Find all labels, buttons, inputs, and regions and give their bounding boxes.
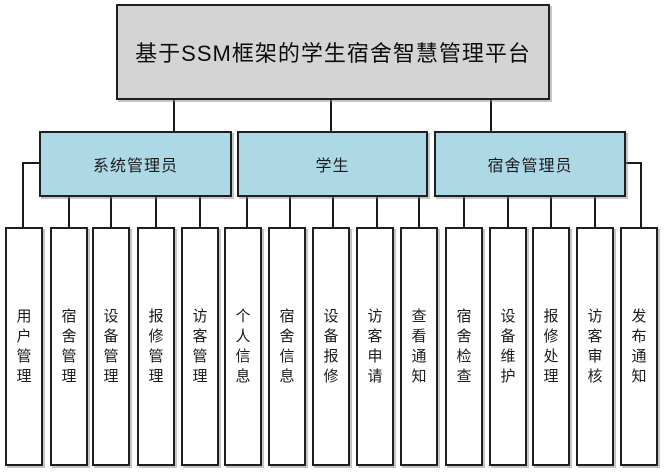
leaf-node-device-management: 设备管理 [92,227,130,466]
role-node-dorm-admin: 宿舍管理员 [434,131,626,197]
leaf-node-visitor-management: 访客管理 [181,227,219,466]
leaf-node-label: 访客管理 [192,307,208,385]
role-node-label: 系统管理员 [92,158,178,175]
leaf-node-publish-notice: 发布通知 [620,227,658,466]
leaf-node-label: 个人信息 [235,307,251,385]
connector-root-to-dorm-admin [490,99,492,132]
leaf-node-device-repair: 设备报修 [312,227,350,466]
leaf-node-label: 报修管理 [148,307,164,385]
root-node-label: 基于SSM框架的学生宿舍智慧管理平台 [135,41,531,66]
leaf-node-label: 宿舍管理 [61,307,77,385]
root-node-platform: 基于SSM框架的学生宿舍智慧管理平台 [116,4,550,100]
role-node-student: 学生 [237,131,428,197]
connector-elbow-left-horizontal [22,162,40,164]
connector-sys-to-visitor-mgmt [199,196,201,228]
leaf-node-dorm-inspection: 宿舍检查 [445,227,483,466]
role-node-label: 宿舍管理员 [487,158,573,175]
leaf-node-label: 查看通知 [411,307,427,385]
connector-sys-to-repair-mgmt [155,196,157,228]
leaf-node-label: 发布通知 [631,307,647,385]
connector-elbow-right-horizontal [625,162,642,164]
connector-dorm-to-repair-handle [550,196,552,228]
role-node-label: 学生 [315,158,350,175]
leaf-node-label: 设备管理 [103,307,119,385]
leaf-node-view-notice: 查看通知 [400,227,438,466]
connector-stu-to-dorm-info [289,196,291,228]
leaf-node-label: 宿舍检查 [456,307,472,385]
connector-sys-to-device-mgmt [110,196,112,228]
leaf-node-visitor-review: 访客审核 [576,227,614,466]
connector-stu-to-device-repair [332,196,334,228]
role-node-system-admin: 系统管理员 [39,131,232,197]
connector-stu-to-view-notice [418,196,420,228]
connector-root-to-system-admin [173,99,175,132]
leaf-node-repair-management: 报修管理 [137,227,175,466]
leaf-node-repair-handling: 报修处理 [532,227,570,466]
leaf-node-label: 设备维护 [500,307,516,385]
leaf-node-personal-info: 个人信息 [224,227,262,466]
leaf-node-label: 访客审核 [587,307,603,385]
connector-stu-to-personal-info [246,196,248,228]
leaf-node-label: 设备报修 [323,307,339,385]
leaf-node-label: 报修处理 [543,307,559,385]
leaf-node-label: 宿舍信息 [279,307,295,385]
connector-elbow-left-vertical [22,162,24,228]
connector-elbow-right-vertical [640,162,642,228]
leaf-node-user-management: 用户管理 [5,227,43,466]
connector-stu-to-visitor-apply [376,196,378,228]
leaf-node-label: 访客申请 [367,307,383,385]
leaf-node-label: 用户管理 [16,307,32,385]
leaf-node-device-maintenance: 设备维护 [489,227,527,466]
leaf-node-visitor-application: 访客申请 [356,227,394,466]
connector-root-to-student [330,99,332,132]
leaf-node-dorm-management: 宿舍管理 [50,227,88,466]
connector-dorm-to-visitor-review [594,196,596,228]
connector-sys-to-dorm-mgmt [68,196,70,228]
connector-dorm-to-device-maint [507,196,509,228]
connector-dorm-to-dorm-inspect [463,196,465,228]
leaf-node-dorm-info: 宿舍信息 [268,227,306,466]
